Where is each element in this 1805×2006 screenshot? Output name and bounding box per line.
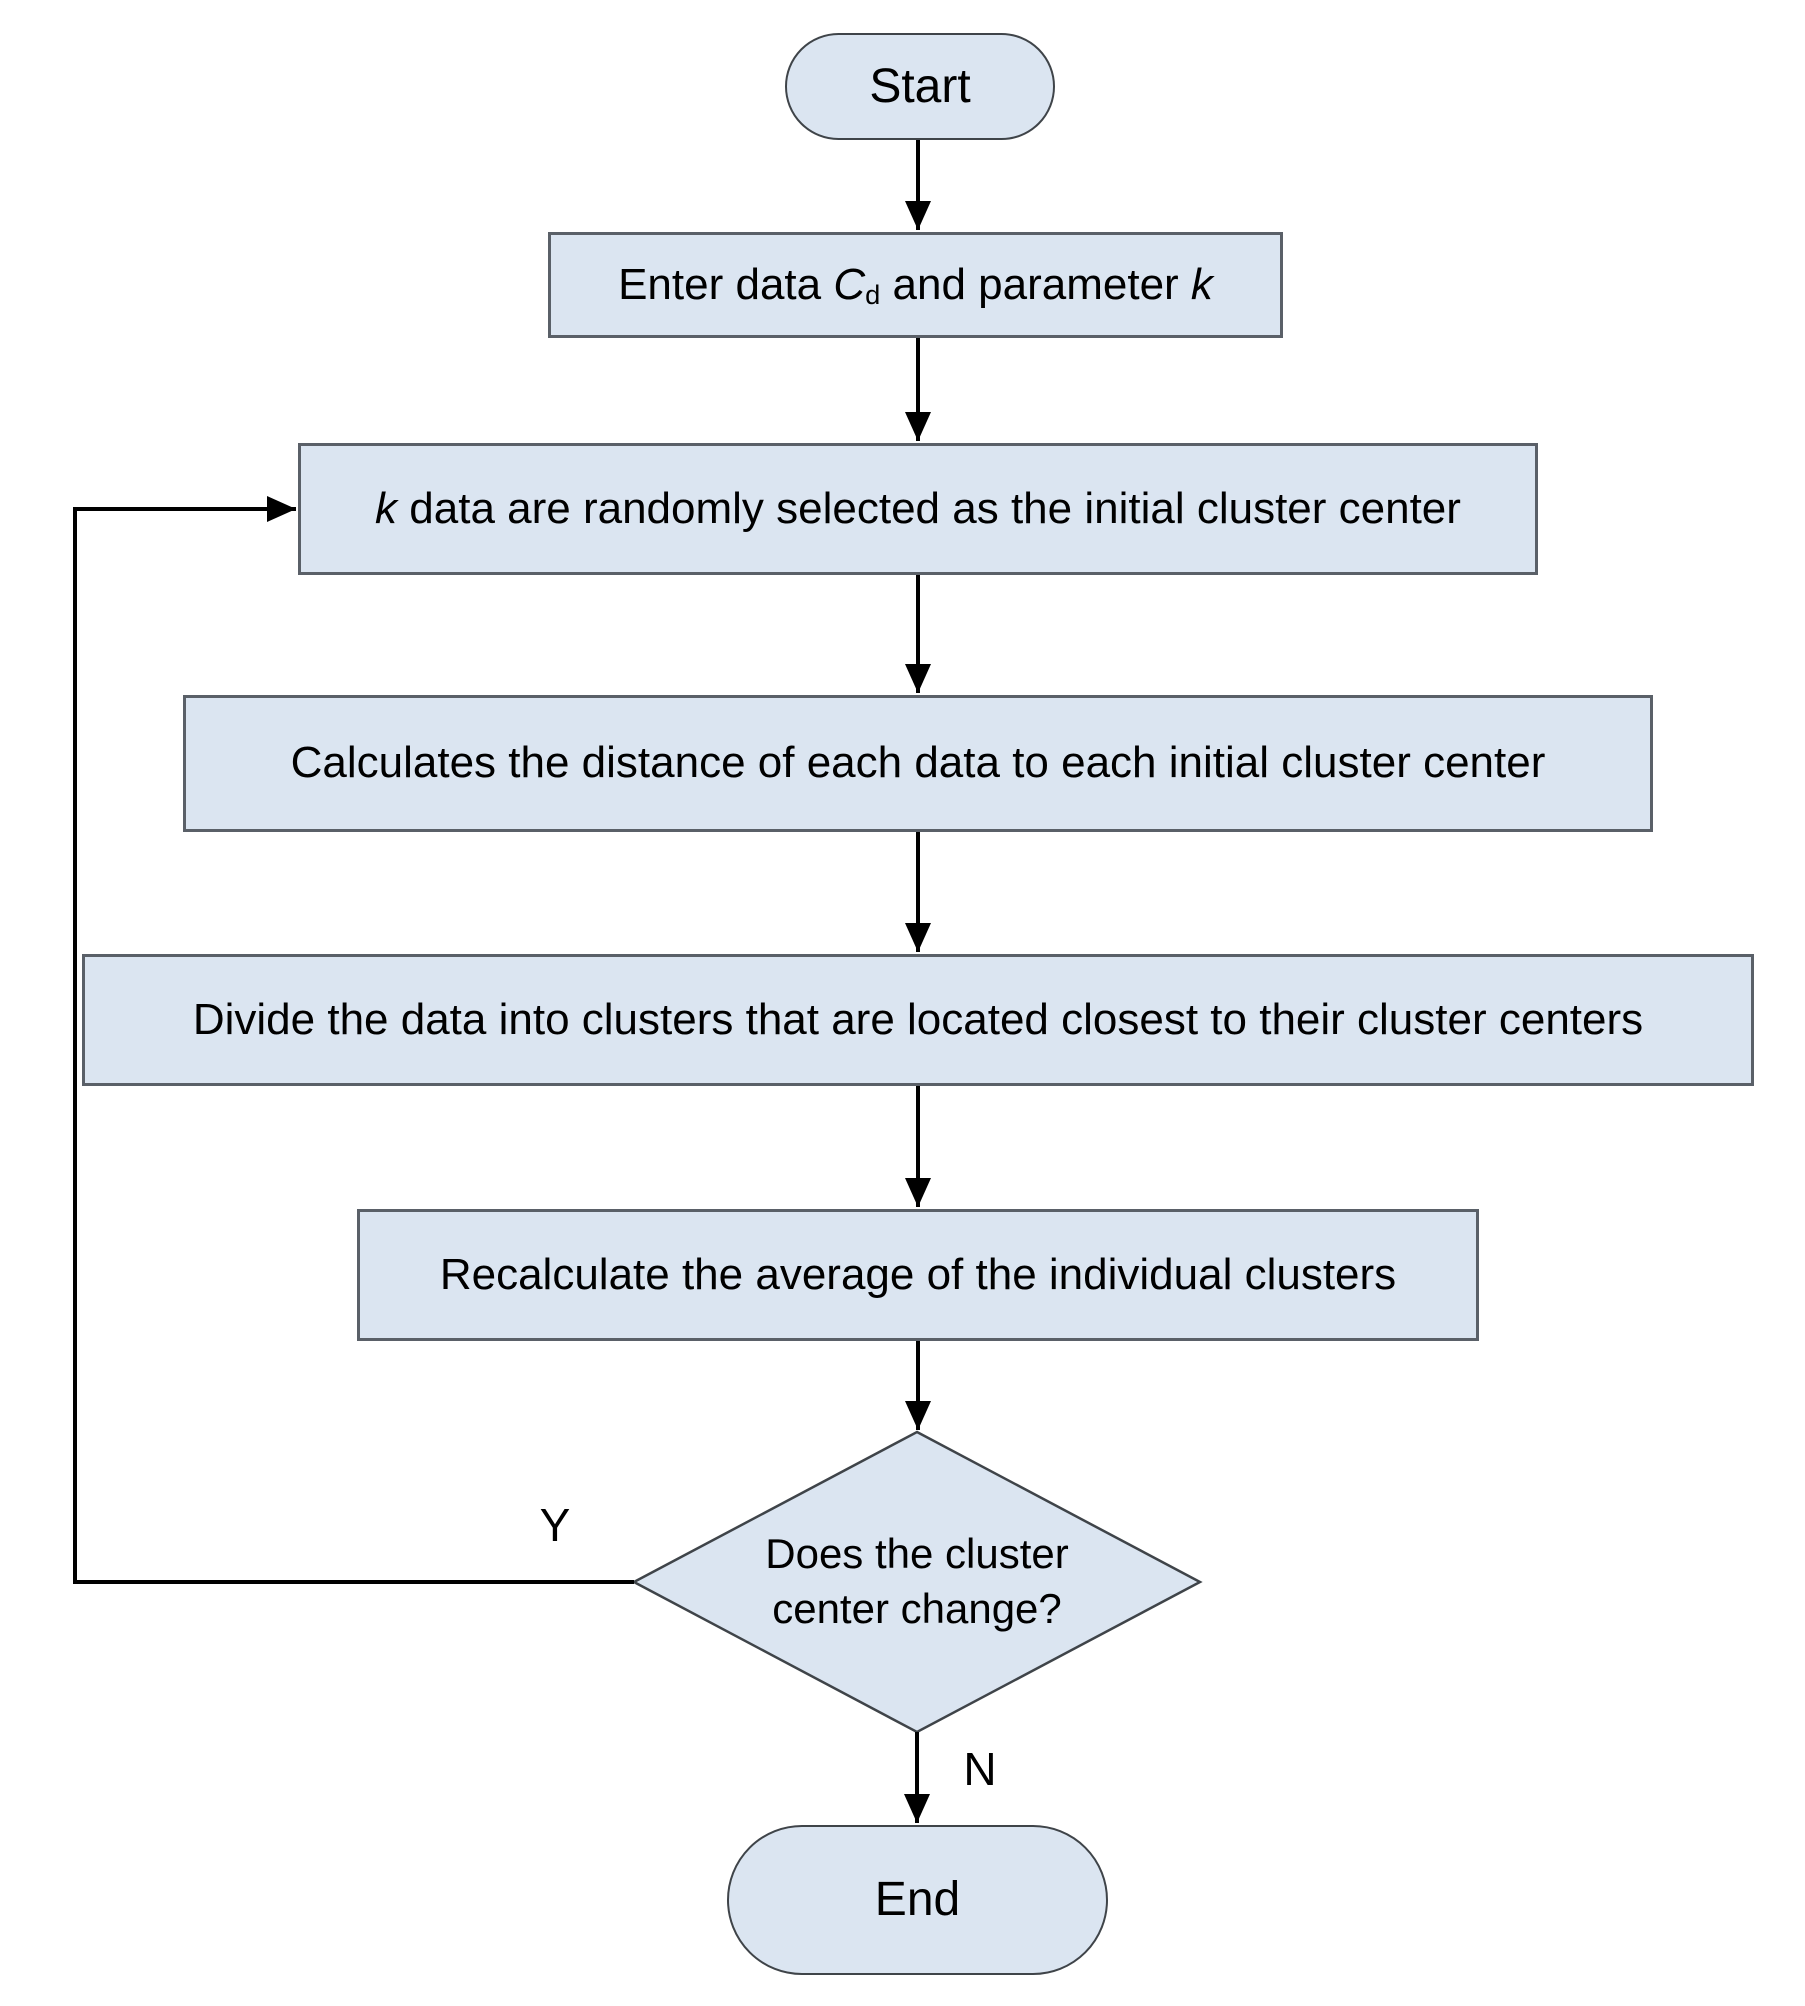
- node-end: End: [727, 1825, 1108, 1975]
- branch-label-no: N: [963, 1743, 997, 1795]
- enter-label-sub-d: d: [865, 278, 881, 310]
- branch-label-yes: Y: [539, 1499, 571, 1551]
- arrow-loop-yes: [73, 496, 634, 1584]
- end-label: End: [874, 1873, 961, 1927]
- select-label-rest: data are randomly selected as the initia…: [397, 483, 1461, 533]
- decision-line2: center change?: [772, 1585, 1062, 1632]
- enter-label-middle: and parameter: [880, 259, 1191, 309]
- enter-data-label: Enter data Cd and parameter k: [618, 260, 1213, 311]
- node-calculate-distance: Calculates the distance of each data to …: [183, 695, 1653, 832]
- node-enter-data: Enter data Cd and parameter k: [548, 232, 1283, 338]
- select-label: k data are randomly selected as the init…: [375, 484, 1461, 535]
- calc-label: Calculates the distance of each data to …: [290, 738, 1546, 788]
- start-label: Start: [869, 59, 971, 113]
- node-select-initial-centers: k data are randomly selected as the init…: [298, 443, 1538, 575]
- recalc-label: Recalculate the average of the individua…: [439, 1249, 1397, 1299]
- node-decision: Does the cluster center change?: [634, 1432, 1200, 1732]
- enter-label-var-c: C: [833, 259, 866, 309]
- node-recalculate-average: Recalculate the average of the individua…: [357, 1209, 1479, 1341]
- enter-label-prefix: Enter data: [618, 259, 834, 309]
- select-label-var-k: k: [375, 483, 398, 533]
- divide-label: Divide the data into clusters that are l…: [192, 994, 1644, 1044]
- node-start: Start: [785, 33, 1055, 140]
- node-divide-into-clusters: Divide the data into clusters that are l…: [82, 954, 1754, 1086]
- enter-label-var-k: k: [1190, 259, 1213, 309]
- decision-line1: Does the cluster: [765, 1530, 1069, 1578]
